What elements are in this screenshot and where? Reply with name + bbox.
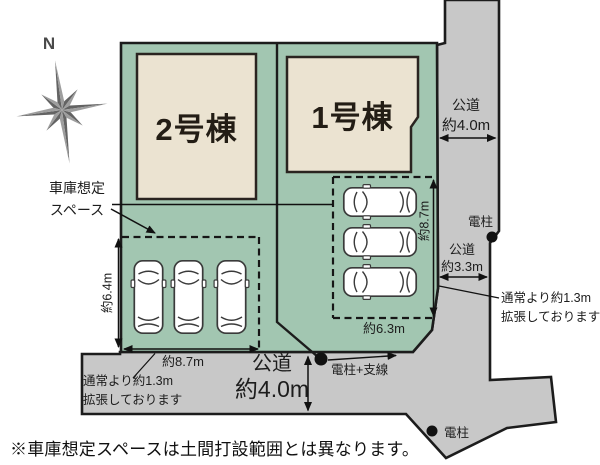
garage-area-left [122,235,261,351]
expansion-note-left: 通常より約1.3m 拡張しております [83,374,183,407]
dim-6-3m-label: 約6.3m [363,321,405,336]
garage-pointer-left [110,208,156,234]
expansion-note-right: 通常より約1.3m 拡張しております [501,291,600,324]
pole-dot-bottom [426,425,438,437]
pole-wire-dot [314,352,328,366]
road-bottom-label: 公道 約4.0m [234,353,310,402]
pole-wire-label: 電柱+支線 [331,363,389,377]
leader-lines [110,203,500,379]
dim-8-7m-right-label: 約8.7m [417,200,432,242]
pole-bottom-label: 電柱 [444,426,470,440]
cars-left-lot [130,259,250,335]
cars-right-lot [342,183,418,301]
building-1-label: 1号棟 [311,100,394,135]
building-2-label: 2号棟 [155,112,238,147]
dim-6-4m-label: 約6.4m [100,272,115,314]
dimension-arrows [114,134,497,412]
expansion-pointer-left [132,353,156,379]
lot-boundary-line [275,44,319,358]
pole-right-label: 電柱 [468,215,494,229]
dim-8-7m-left-label: 約8.7m [162,354,204,369]
road-right-label: 公道 約4.0m [441,97,491,134]
pole-wire-arrow [327,352,397,361]
expansion-pointer-right [438,285,500,299]
garage-space-label: 車庫想定 スペース [49,180,105,218]
compass-rose [16,60,108,164]
compass-north-label: N [42,34,56,53]
building-1 [285,55,420,174]
building-2 [135,52,258,201]
pole-dot-right [486,231,498,243]
garage-area-right [331,175,436,320]
footnote: ※車庫想定スペースは土間打設範囲とは異なります。 [10,440,420,459]
road-right-lower-label: 公道 約3.3m [441,242,483,274]
